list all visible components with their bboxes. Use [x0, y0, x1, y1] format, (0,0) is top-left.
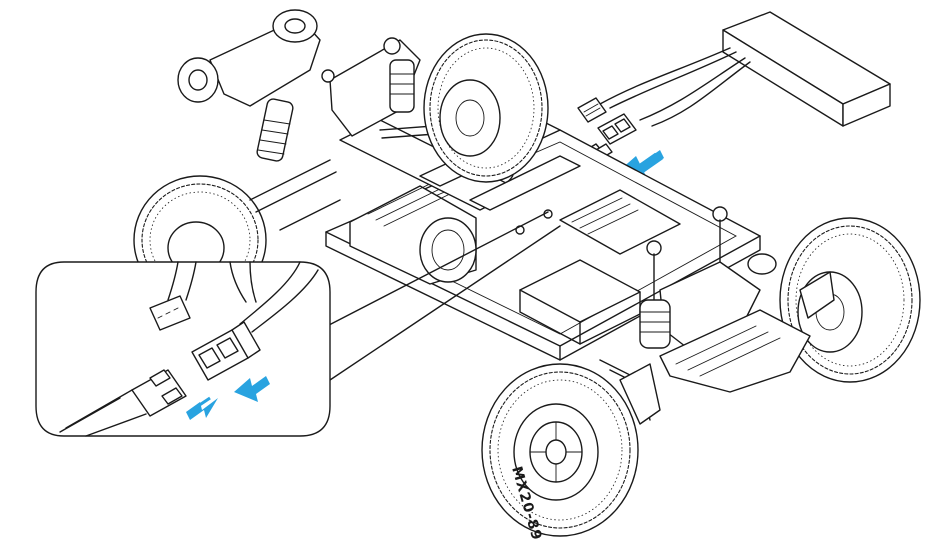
- front-shock: [639, 253, 777, 349]
- callout-insertion-arrow-lower-icon: [186, 396, 218, 420]
- callout-xt-male-icon: [59, 369, 187, 437]
- callout-balance-plug-icon: [149, 295, 191, 331]
- rear-shock-left: [256, 98, 294, 162]
- front-bumper: [659, 271, 835, 393]
- callout-xt-female-icon: [191, 321, 261, 381]
- esc-unit: [559, 189, 681, 255]
- wheel-front-right: [779, 217, 921, 383]
- callout-wires: [167, 261, 319, 333]
- rear-wheel-small-left: [177, 57, 219, 103]
- wheel-rear-right: [423, 33, 549, 183]
- motor: [349, 179, 477, 285]
- callout-insertion-arrow-upper-icon: [234, 376, 270, 402]
- rear-wheel-small-top: [272, 9, 318, 43]
- front-arm: [599, 359, 661, 425]
- balance-plug-icon: [577, 97, 607, 123]
- rear-arm: [249, 159, 341, 231]
- battery-pack-icon: [722, 11, 891, 127]
- battery-wires: [599, 47, 751, 127]
- rear-shock-right: [389, 59, 415, 113]
- detail-callout-magnifier-icon: [35, 211, 561, 437]
- xt-connector-female-icon: [597, 113, 637, 145]
- wheel-front-left: MX20-89: [481, 363, 639, 543]
